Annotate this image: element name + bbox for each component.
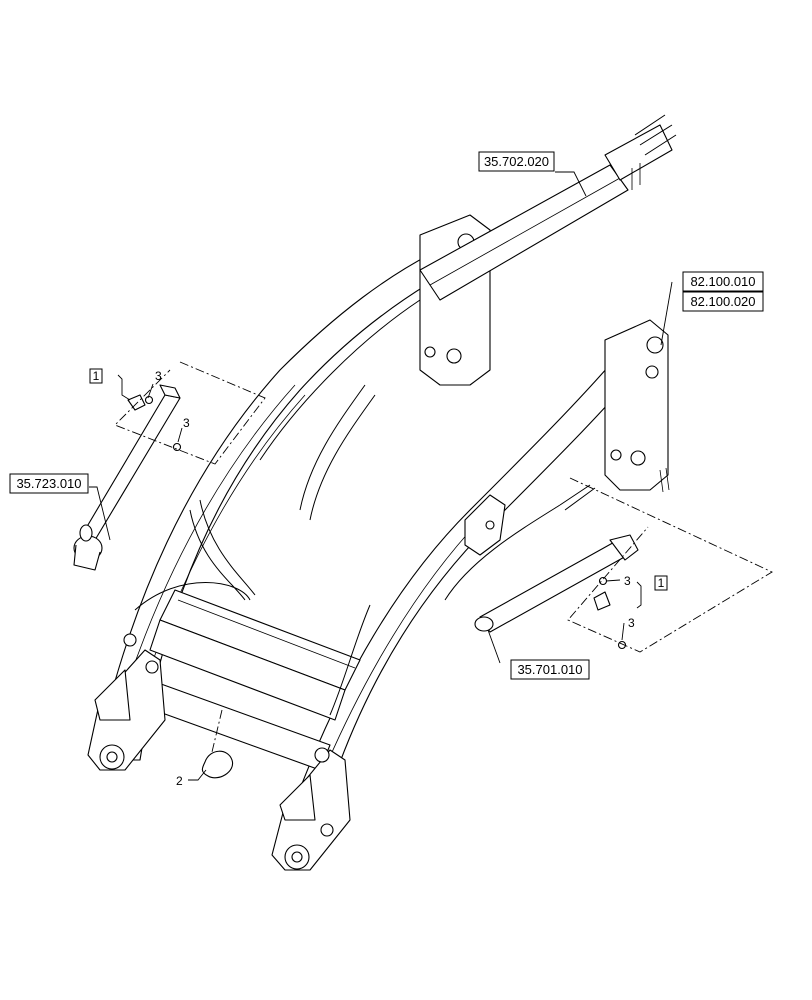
- callout-fitting-left-bottom: 3: [183, 416, 190, 430]
- ref-box-hose-group[interactable]: 35.702.020: [478, 151, 555, 172]
- right-kit-boundary: [567, 477, 773, 653]
- seal-ring: [201, 750, 234, 779]
- loader-frame: [87, 114, 677, 871]
- ref-label-left-cylinder: 35.723.010: [16, 476, 81, 491]
- leader-lines: [89, 171, 673, 781]
- ref-label-frame-upper: 82.100.010: [690, 274, 755, 289]
- right-cylinder-mount: [464, 494, 506, 556]
- ref-box-right-cylinder[interactable]: 35.701.010: [510, 659, 590, 680]
- ref-label-frame-lower: 82.100.020: [690, 294, 755, 309]
- ref-box-left-cylinder[interactable]: 35.723.010: [9, 473, 89, 494]
- callout-fitting-right-bottom: 3: [628, 616, 635, 630]
- callout-kit-right[interactable]: 1: [654, 575, 668, 591]
- right-pivot-bracket: [604, 319, 669, 491]
- seal-leader-dash: [211, 709, 223, 753]
- left-kit-boundary: [114, 361, 266, 465]
- right-fittings: [593, 576, 627, 650]
- callout-kit-right-label: 1: [658, 576, 665, 590]
- ref-label-hose-group: 35.702.020: [484, 154, 549, 169]
- right-lift-cylinder: [474, 534, 639, 633]
- ref-label-right-cylinder: 35.701.010: [517, 662, 582, 677]
- callout-fitting-right-top: 3: [624, 574, 631, 588]
- hose-lines: [134, 299, 421, 611]
- callout-fitting-left-top: 3: [155, 369, 162, 383]
- left-lift-cylinder: [73, 384, 181, 571]
- callout-kit-left[interactable]: 1: [89, 368, 103, 384]
- ref-box-frame[interactable]: 82.100.010 82.100.020: [682, 271, 764, 312]
- callout-seal-ring: 2: [176, 774, 183, 788]
- callout-kit-left-label: 1: [93, 369, 100, 383]
